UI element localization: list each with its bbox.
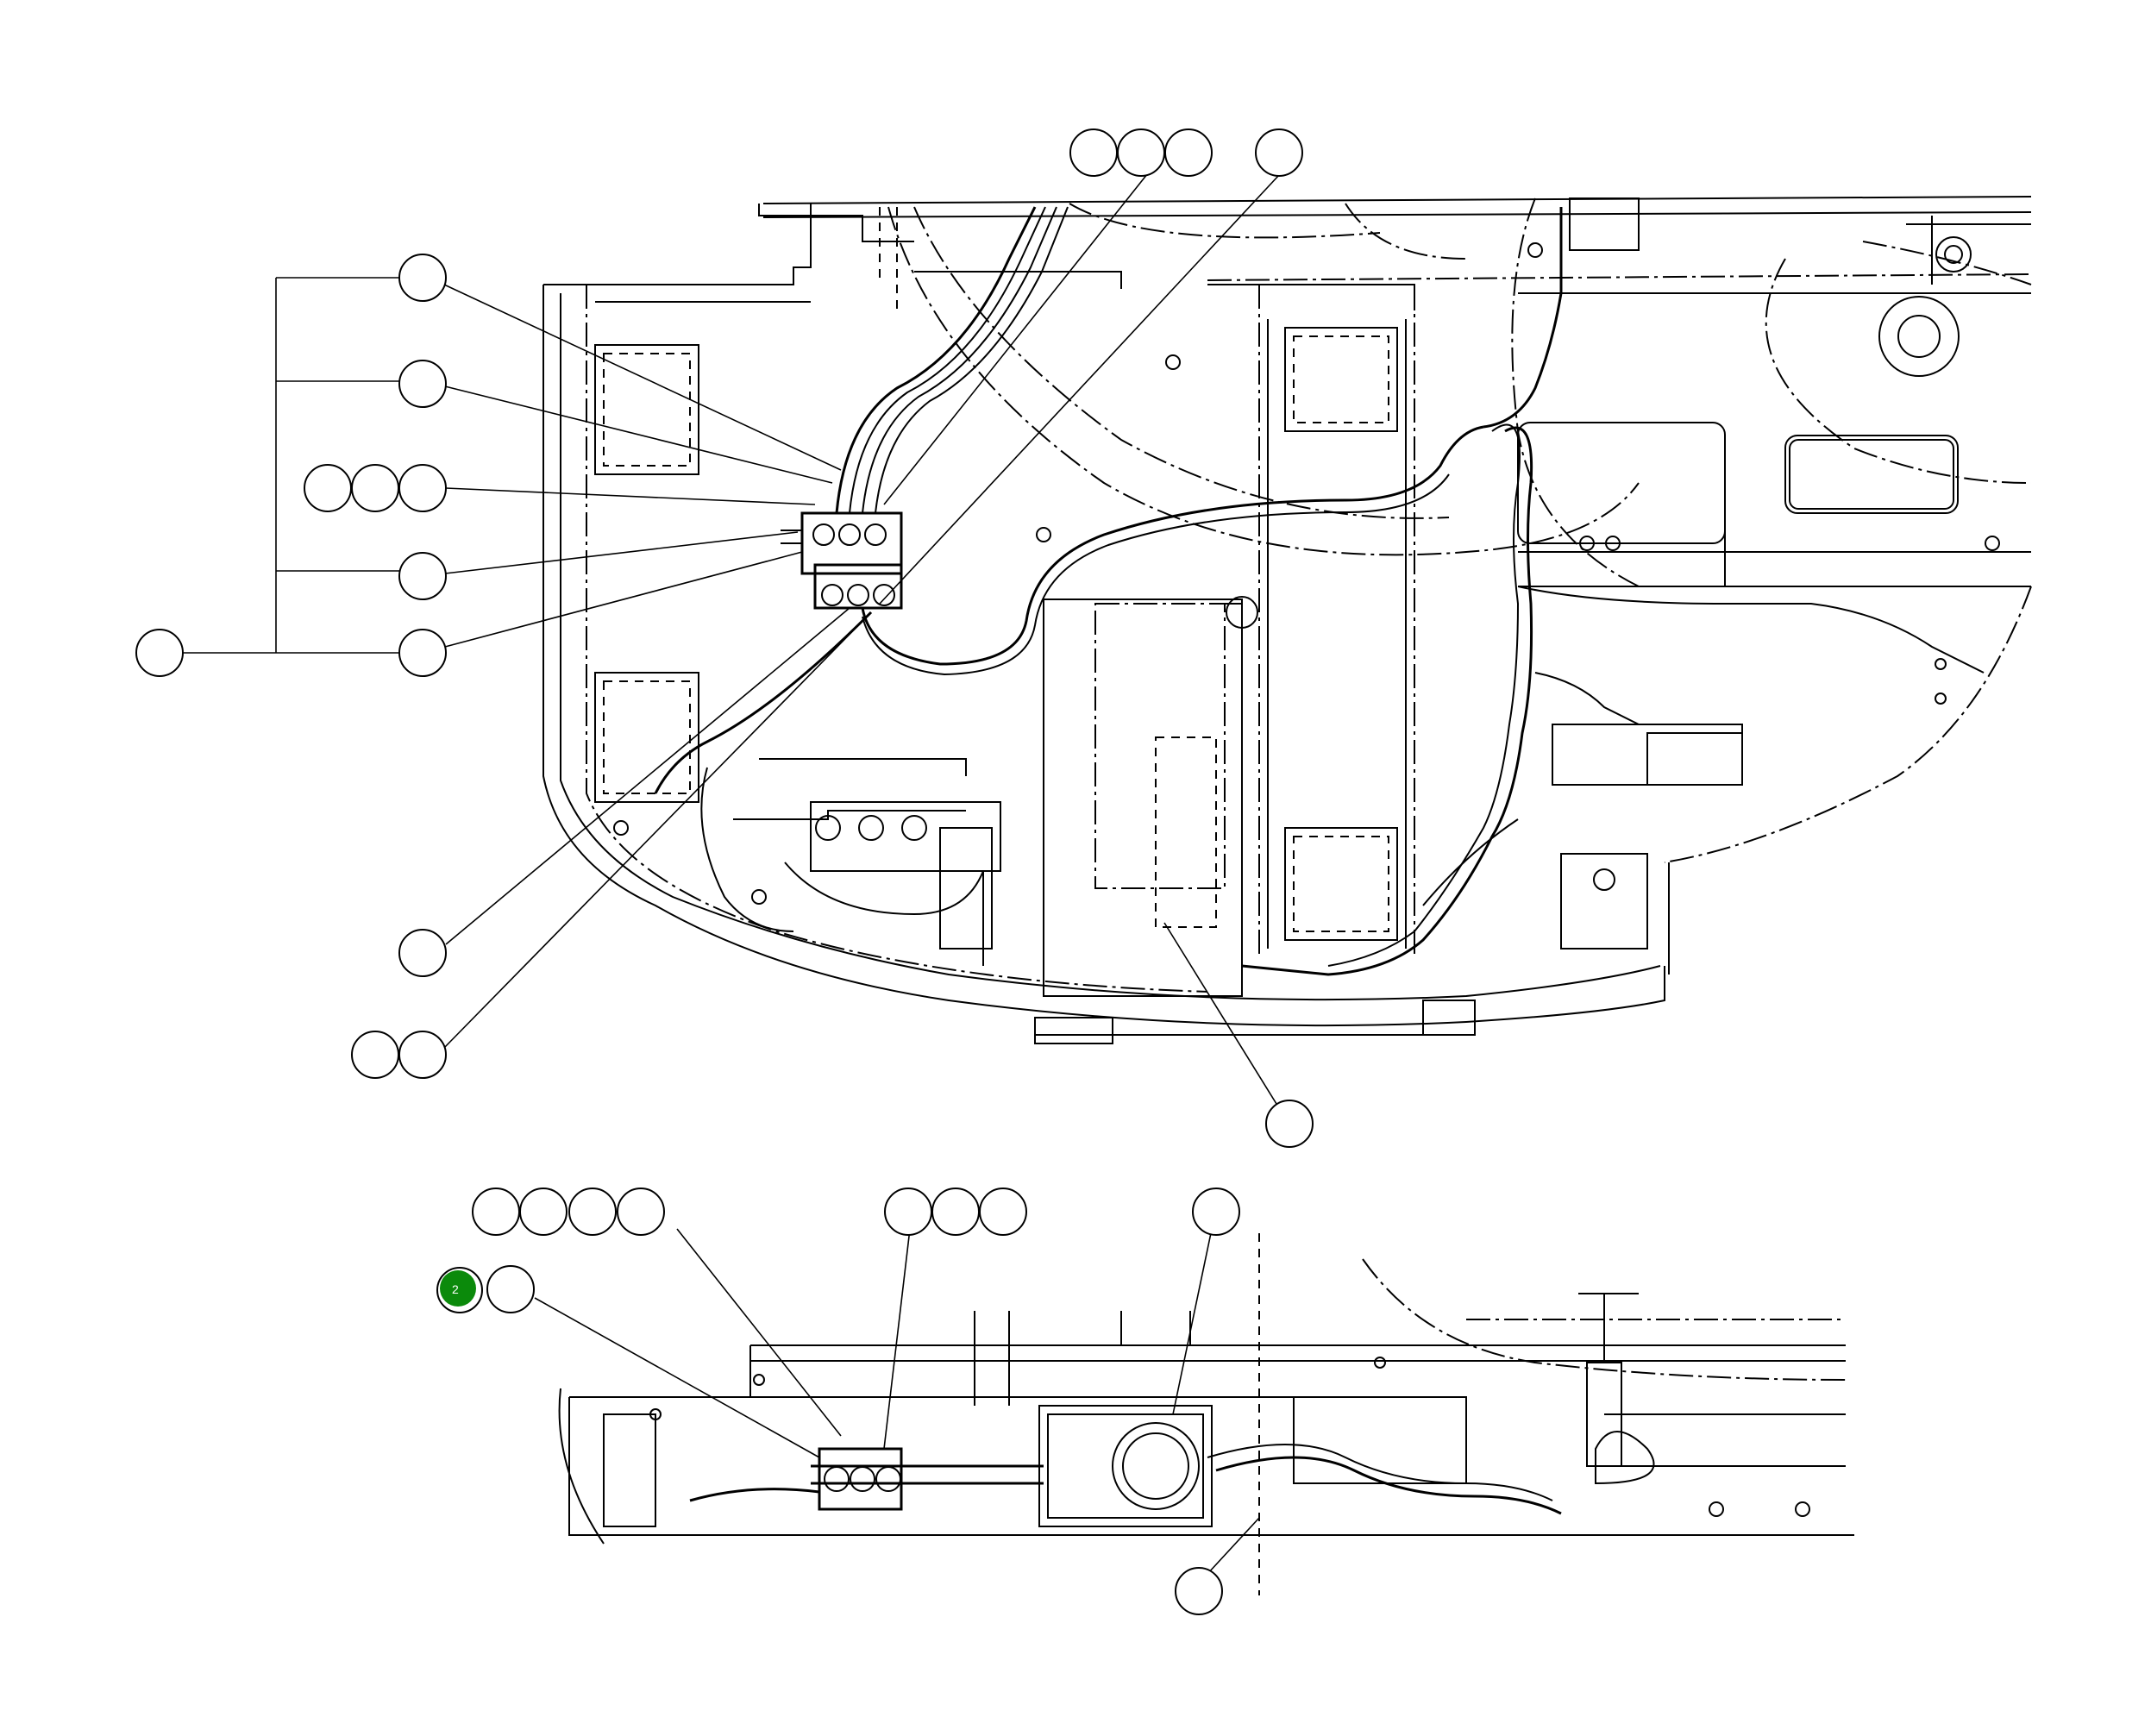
lower-side-view (558, 1233, 1854, 1595)
upper-frame-view (542, 196, 2032, 1044)
callout-circle[interactable] (398, 552, 447, 600)
callouts[interactable] (135, 128, 1314, 1615)
hotspot-marker-dot (440, 1270, 476, 1307)
callout-circle[interactable] (1117, 128, 1165, 177)
callout-circle[interactable] (472, 1188, 520, 1236)
callout-circle[interactable] (351, 464, 399, 512)
callout-circle[interactable] (351, 1031, 399, 1079)
callout-circle[interactable] (1255, 128, 1303, 177)
hotspot-marker-label: 2 (452, 1282, 459, 1296)
callout-circle[interactable] (398, 360, 447, 408)
callout-circle[interactable] (398, 629, 447, 677)
callout-circle[interactable] (568, 1188, 617, 1236)
callout-circle[interactable] (304, 464, 352, 512)
callout-circle[interactable] (931, 1188, 980, 1236)
callout-circle[interactable] (398, 464, 447, 512)
callout-circle[interactable] (519, 1188, 568, 1236)
callout-circle[interactable] (1175, 1567, 1223, 1615)
callout-circle[interactable] (398, 1031, 447, 1079)
callout-circle[interactable] (398, 254, 447, 302)
callout-circle[interactable] (617, 1188, 665, 1236)
callout-circle[interactable] (979, 1188, 1027, 1236)
callout-circle[interactable] (1164, 128, 1213, 177)
callout-circle[interactable] (1192, 1188, 1240, 1236)
callout-circle[interactable] (398, 929, 447, 977)
callout-circle[interactable] (1265, 1100, 1314, 1148)
callout-circle[interactable] (1069, 128, 1118, 177)
hotspot-marker[interactable]: 2 (436, 1267, 483, 1313)
callout-circle[interactable] (135, 629, 184, 677)
callout-circle[interactable] (884, 1188, 932, 1236)
leader-lines (183, 152, 1280, 1575)
callout-circle[interactable] (486, 1265, 535, 1313)
